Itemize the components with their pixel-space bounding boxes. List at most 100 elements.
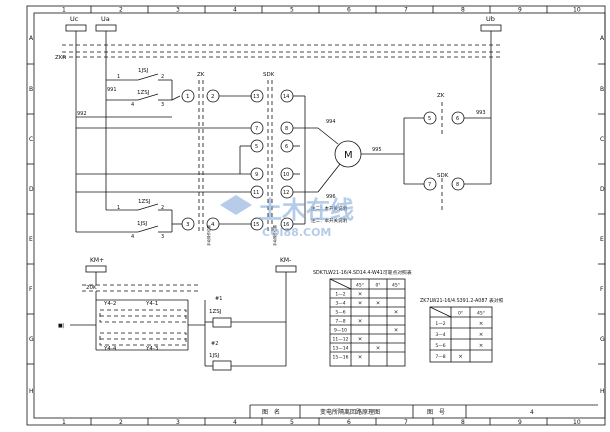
wire-996: 996 bbox=[326, 194, 336, 200]
relay-1jsj-label: 1JSJ bbox=[138, 68, 149, 74]
column-markers-bottom: 1 2 3 4 5 6 7 8 9 10 bbox=[62, 418, 581, 426]
row-C-right: C bbox=[600, 136, 604, 143]
pin-13-text: 13 bbox=[253, 94, 259, 100]
pin-3-text: 3 bbox=[186, 222, 190, 228]
left-relay-contacts: 1JSJ 1ZSJ 1 2 4 3 991 992 1ZSJ 1JSJ 1 2 … bbox=[76, 68, 182, 240]
pin-10-text: 10 bbox=[283, 172, 289, 178]
zkr-label: ZKR bbox=[55, 55, 66, 61]
col-5: 5 bbox=[290, 7, 294, 14]
col-10-bottom: 10 bbox=[573, 419, 581, 426]
col-10: 10 bbox=[573, 7, 581, 14]
zk-table-cells: 0°45°1—2×3—4×5—6×7—8× bbox=[435, 311, 485, 361]
pin-11-text: 11 bbox=[253, 190, 259, 196]
row-D-right: D bbox=[600, 186, 605, 193]
row-F-right: F bbox=[600, 286, 604, 293]
col-6-bottom: 6 bbox=[347, 419, 351, 426]
pin-1-text: 1 bbox=[186, 94, 190, 100]
n1b-label: 1 bbox=[117, 205, 120, 211]
sdk-table-cell: 11—12 bbox=[333, 337, 349, 343]
row-H: H bbox=[29, 388, 34, 395]
wire-992: 992 bbox=[77, 111, 87, 117]
zk-table-cell: 5—6 bbox=[435, 343, 445, 349]
zk-table: ZK7LW21-16/4.S391.2-A087 表对照 bbox=[420, 297, 504, 363]
y4-1-label: Y4-1 bbox=[145, 301, 158, 307]
sdk-table-cell: × bbox=[376, 301, 381, 307]
sdk-right-pin-7 bbox=[423, 177, 437, 191]
row-B: B bbox=[29, 86, 33, 93]
zk-table-cell: × bbox=[479, 343, 484, 349]
n1-label: 1 bbox=[117, 74, 120, 80]
zk-table-cell: 1—2 bbox=[435, 321, 445, 327]
n4b-label: 4 bbox=[131, 234, 134, 240]
zk-table-cell: 3—4 bbox=[435, 332, 445, 338]
drawing-number-value: 4 bbox=[530, 409, 534, 416]
col-1: 1 bbox=[62, 7, 66, 14]
col-8-bottom: 8 bbox=[461, 419, 465, 426]
km-plus-terminal bbox=[85, 265, 107, 273]
zk-right-pin-5 bbox=[423, 111, 437, 125]
relay-1zsj-label: 1ZSJ bbox=[137, 90, 150, 96]
r-pin-8-text: 8 bbox=[456, 182, 459, 188]
km-plus-label: KM+ bbox=[90, 257, 104, 264]
sdk-table-cell: 9—10 bbox=[334, 328, 347, 334]
zk-table-cell: × bbox=[458, 354, 463, 360]
col-7: 7 bbox=[404, 7, 408, 14]
row-H-right: H bbox=[600, 388, 605, 395]
sdk-table-cell: 13—14 bbox=[333, 346, 349, 352]
ub-terminal bbox=[480, 24, 502, 32]
sdk-table-cell: × bbox=[358, 319, 363, 325]
ub-label: Ub bbox=[486, 15, 495, 23]
n4-label: 4 bbox=[131, 102, 134, 108]
col-2-bottom: 2 bbox=[119, 419, 123, 426]
pin-12-text: 12 bbox=[283, 190, 289, 196]
row-A-right: A bbox=[600, 35, 605, 42]
pin-15-text: 15 bbox=[253, 222, 259, 228]
n3b-label: 3 bbox=[161, 234, 164, 240]
motor: M 994 996 995 bbox=[317, 119, 404, 200]
drawing-number-label: 图 号 bbox=[427, 409, 445, 416]
sdk-table-cell: 7—8 bbox=[335, 319, 345, 325]
col-9: 9 bbox=[518, 7, 522, 14]
ctrl-1jsj-label: 1JSJ bbox=[209, 353, 220, 359]
sdk-table-title: SDK7LW21-16/4.SD14.4-W41可靠点对照表 bbox=[313, 269, 412, 276]
wire-991: 991 bbox=[107, 87, 117, 93]
col-4: 4 bbox=[233, 7, 237, 14]
column-markers-top: 1 2 3 4 5 6 7 8 9 10 bbox=[62, 6, 581, 14]
row-G: G bbox=[29, 336, 34, 343]
sdk-label: SDK bbox=[263, 72, 275, 78]
col-3-bottom: 3 bbox=[176, 419, 180, 426]
n2-label: 2 bbox=[161, 74, 164, 80]
row-G-right: G bbox=[600, 336, 605, 343]
sdk-switch: SDK 13 14 7 8 5 6 9 10 11 12 15 16 bbox=[76, 72, 318, 232]
col-8: 8 bbox=[461, 7, 465, 14]
sdk-table-cell: × bbox=[358, 292, 363, 298]
pin-6-text: 6 bbox=[285, 144, 288, 150]
sdk-header-cell: 45° bbox=[356, 283, 364, 289]
drawing-name-label: 图 名 bbox=[262, 408, 280, 416]
watermark: 土木在线 COI88.COM bbox=[220, 195, 354, 239]
sdk-table-cell: × bbox=[358, 301, 363, 307]
k2-label: #2 bbox=[211, 341, 218, 347]
row-A: A bbox=[29, 35, 34, 42]
sdk-header-cell: 0° bbox=[375, 283, 380, 289]
k1-label: #1 bbox=[215, 296, 222, 302]
title-block: 图 名 变电所隔离回路原理图 图 号 4 bbox=[249, 404, 598, 418]
y4-2-label: Y4-2 bbox=[103, 301, 116, 307]
ua-label: Ua bbox=[101, 15, 110, 23]
wire-994: 994 bbox=[326, 119, 336, 125]
zk-switch: ZK 1 2 3 4 bbox=[181, 72, 252, 232]
row-E-right: E bbox=[600, 236, 604, 243]
y4-3-label: Y4-3 bbox=[145, 346, 159, 352]
sdk-header-cell: 45° bbox=[392, 283, 400, 289]
sdk-pin-13 bbox=[250, 89, 264, 103]
zk-label: ZK bbox=[197, 72, 205, 78]
row-C: C bbox=[29, 136, 33, 143]
relay-1zsj-coil bbox=[212, 317, 232, 328]
col-9-bottom: 9 bbox=[518, 419, 522, 426]
motor-label: M bbox=[344, 150, 353, 161]
km-minus-terminal bbox=[275, 265, 297, 273]
col-7-bottom: 7 bbox=[404, 419, 408, 426]
drawing-name-value: 变电所隔离回路原理图 bbox=[320, 408, 380, 416]
zk-header-cell: 0° bbox=[458, 311, 463, 317]
